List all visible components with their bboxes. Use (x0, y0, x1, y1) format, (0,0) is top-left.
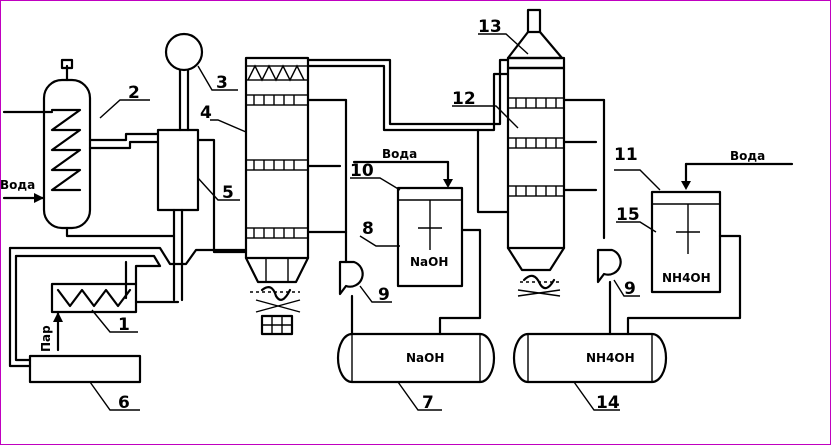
nh4oh-tank-15 (650, 162, 794, 294)
callout-4: 4 (200, 103, 212, 123)
callout-9-right: 9 (624, 279, 636, 299)
receiver-7-naoh (336, 332, 496, 384)
pump-9-left (338, 230, 364, 336)
naoh-tank-8 (352, 160, 464, 288)
callout-11: 11 (614, 145, 638, 165)
label-water-tank-11: Вода (730, 149, 765, 163)
receiver-6 (28, 354, 142, 384)
receiver-14-nh4oh (512, 332, 668, 384)
steam-heater-1 (50, 260, 180, 352)
callout-15: 15 (616, 205, 640, 225)
label-naoh-tank: NaOH (410, 255, 448, 269)
callout-12: 12 (452, 89, 476, 109)
callout-7: 7 (422, 393, 434, 413)
vessel-5 (156, 128, 200, 302)
label-water-tank-10: Вода (382, 147, 417, 161)
label-steam: Пар (39, 325, 53, 352)
callout-10: 10 (350, 161, 374, 181)
label-nh4oh-tank: NH4OH (662, 271, 711, 285)
callout-8: 8 (362, 219, 374, 239)
callout-13: 13 (478, 17, 502, 37)
leader-lines (89, 33, 661, 411)
callout-6: 6 (118, 393, 130, 413)
callout-5: 5 (222, 183, 234, 203)
column-12 (506, 8, 566, 297)
pump-9-right (596, 98, 622, 336)
column-4 (244, 56, 310, 336)
piping (8, 58, 742, 368)
callout-9-left: 9 (378, 285, 390, 305)
label-naoh-receiver: NaOH (406, 351, 444, 365)
label-water-left: Вода (0, 178, 35, 192)
callout-2: 2 (128, 83, 140, 103)
label-nh4oh-receiver: NH4OH (586, 351, 635, 365)
callout-14: 14 (596, 393, 620, 413)
callout-3: 3 (216, 73, 228, 93)
gas-holder-3 (164, 32, 204, 132)
heat-exchanger-2 (2, 58, 92, 230)
callout-1: 1 (118, 315, 130, 335)
